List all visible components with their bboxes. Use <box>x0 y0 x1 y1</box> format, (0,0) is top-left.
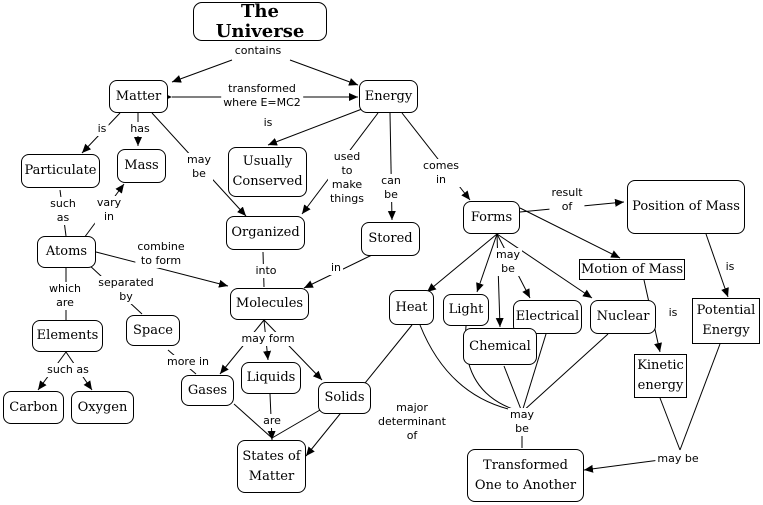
edge-energy-stored <box>387 112 396 221</box>
edge-molecules-gases <box>219 319 265 375</box>
link-is-particulate: is <box>95 122 109 136</box>
link-separated-by: separated by <box>96 276 156 304</box>
node-nuclear: Nuclear <box>590 300 656 334</box>
link-vary-in: vary in <box>94 196 124 224</box>
node-forms: Forms <box>463 201 520 234</box>
node-organized: Organized <box>226 216 305 250</box>
edge-solids-states <box>271 409 321 439</box>
link-may-be-kinetic: may be <box>655 452 701 466</box>
node-energy: Energy <box>359 80 418 113</box>
link-comes-in: comes in <box>421 159 461 187</box>
node-matter: Matter <box>109 80 168 113</box>
node-particulate: Particulate <box>21 154 100 188</box>
node-light: Light <box>443 294 489 326</box>
link-in: in <box>328 261 344 275</box>
edge-forms-light <box>476 233 498 293</box>
edge-forms-heat <box>426 233 498 293</box>
node-heat: Heat <box>389 290 434 325</box>
link-has: has <box>128 122 152 136</box>
node-space: Space <box>126 315 180 346</box>
edge-heat-transformed <box>419 324 523 413</box>
edge-energy-conserved <box>267 108 363 146</box>
link-may-form: may form <box>239 332 297 346</box>
link-is-conserved: is <box>261 116 275 130</box>
edge-atoms-molecules <box>95 251 229 288</box>
node-motion-of-mass: Motion of Mass <box>579 259 685 280</box>
edge-forms-motion <box>519 207 621 259</box>
node-solids: Solids <box>318 382 371 414</box>
node-chemical: Chemical <box>463 328 537 365</box>
link-is-potential: is <box>723 260 737 274</box>
node-the-universe: The Universe <box>193 1 327 41</box>
node-kinetic-energy: Kinetic energy <box>634 354 687 398</box>
link-transformed-where: transformed where E=MC2 <box>221 82 303 110</box>
edge-molecules-solids <box>263 319 323 381</box>
edge-universe-energy <box>289 59 359 86</box>
node-states-of-matter: States of Matter <box>237 440 306 493</box>
node-atoms: Atoms <box>37 236 96 268</box>
link-may-be-forms: may be <box>494 248 522 276</box>
link-more-in: more in <box>164 355 212 369</box>
node-oxygen: Oxygen <box>71 391 134 424</box>
node-position-of-mass: Position of Mass <box>627 180 745 234</box>
link-combine-to-form: combine to form <box>135 240 187 268</box>
node-liquids: Liquids <box>241 362 301 394</box>
edge-universe-matter <box>171 59 233 83</box>
edge-chemical-transformed <box>503 365 523 413</box>
edge-kinetic-maybe <box>659 397 681 451</box>
edge-gases-states <box>233 403 273 439</box>
link-such-as-atoms: such as <box>48 197 78 225</box>
node-mass: Mass <box>117 149 166 183</box>
edge-nuclear-transformed <box>521 333 609 413</box>
edge-potential-maybe <box>679 343 721 451</box>
node-usually-conserved: Usually Conserved <box>228 147 307 197</box>
link-major-determinant: major determinant of <box>376 401 448 443</box>
link-is-kinetic: is <box>666 306 680 320</box>
node-potential-energy: Potential Energy <box>692 298 760 344</box>
link-are: are <box>261 414 283 428</box>
edge-maybe-transformed-2 <box>583 459 661 473</box>
edge-electrical-transformed <box>521 333 547 413</box>
edge-position-potential <box>705 233 729 298</box>
link-can-be: can be <box>379 174 403 202</box>
node-stored: Stored <box>361 222 420 256</box>
node-gases: Gases <box>181 375 234 406</box>
edge-forms-nuclear <box>496 233 593 299</box>
link-into: into <box>253 264 279 278</box>
node-carbon: Carbon <box>3 391 64 424</box>
link-may-be-organized: may be <box>185 153 213 181</box>
link-may-be-transformed: may be <box>508 408 536 436</box>
node-transformed: Transformed One to Another <box>467 449 584 502</box>
link-such-as-elements: such as <box>45 363 91 377</box>
node-molecules: Molecules <box>230 288 309 320</box>
link-which-are: which are <box>46 282 84 310</box>
node-elements: Elements <box>32 320 103 352</box>
link-used-to-make-things: used to make things <box>327 150 367 206</box>
link-result-of: result of <box>549 186 585 214</box>
link-contains: contains <box>232 44 284 58</box>
